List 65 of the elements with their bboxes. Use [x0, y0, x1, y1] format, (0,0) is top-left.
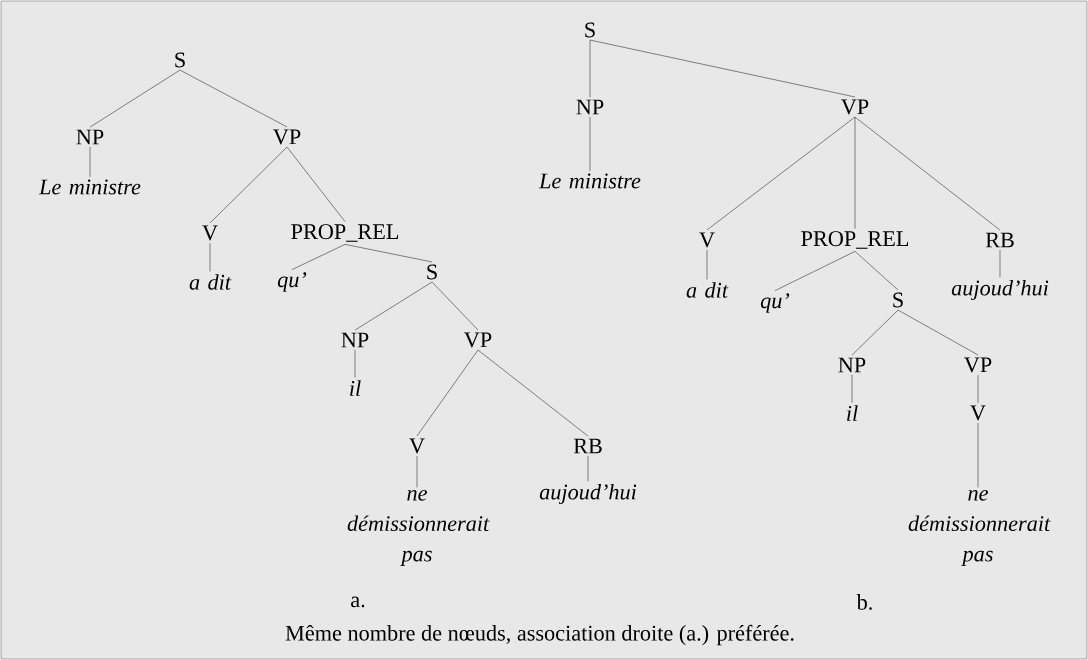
category-label: V [970, 405, 986, 421]
caption: Même nombre de nœuds, association droite (a.) préférée. [285, 624, 794, 646]
tree-branch [416, 455, 418, 488]
leaf-word: il [350, 380, 361, 396]
tree-branch [854, 116, 856, 229]
tree-branch [774, 251, 856, 291]
panel-label: a. [351, 596, 365, 608]
category-label: NP [576, 99, 604, 115]
tree-branch [851, 309, 899, 356]
tree-branch [977, 374, 979, 404]
category-label: RB [985, 232, 1014, 248]
tree-branch [999, 249, 1001, 278]
leaf-word: a dit [686, 282, 729, 298]
category-label: VP [841, 99, 869, 115]
tree-branch [477, 349, 589, 437]
tree-branch [179, 69, 288, 128]
leaf-word: il [847, 405, 858, 421]
tree-branch [344, 244, 433, 263]
tree-branch [854, 116, 1001, 231]
tree-branch [416, 349, 479, 437]
tree-branch [589, 116, 591, 172]
category-label: V [202, 225, 218, 241]
category-label: NP [838, 357, 866, 373]
tree-branch [291, 244, 346, 270]
category-label: PROP_REL [291, 224, 399, 242]
tree-branch [209, 242, 211, 272]
tree-branch [354, 349, 356, 378]
category-label: PROP_REL [801, 231, 909, 249]
category-label: S [893, 292, 903, 308]
leaf-word: aujoud’hui [951, 279, 1049, 301]
tree-branch [354, 281, 433, 331]
category-label: V [699, 232, 715, 248]
category-label: V [409, 438, 425, 454]
tree-branch [431, 281, 479, 331]
category-label: S [427, 264, 437, 280]
leaf-word: a dit [189, 274, 232, 290]
category-label: VP [964, 357, 992, 373]
leaf-word: qu’ [760, 293, 790, 313]
tree-branch [89, 69, 181, 128]
tree-branch [89, 146, 91, 178]
leaf-word: ne démissionnerait pas [347, 489, 490, 567]
tree-branch [589, 39, 591, 98]
category-label: S [175, 52, 185, 68]
tree-branch [286, 146, 346, 222]
category-label: S [585, 22, 595, 38]
leaf-word: aujoud’hui [539, 483, 637, 505]
panel-label: b. [856, 594, 872, 610]
leaf-word: ne démissionnerait pas [908, 489, 1051, 567]
tree-branch [897, 309, 979, 356]
tree-branch [587, 455, 589, 482]
category-label: VP [273, 129, 301, 145]
leaf-word: Le ministre [538, 173, 641, 189]
leaf-word: qu’ [277, 272, 307, 292]
tree-branch [706, 249, 708, 280]
tree-branch [209, 146, 288, 224]
category-label: NP [341, 332, 369, 348]
category-label: VP [464, 332, 492, 348]
tree-branch [854, 251, 899, 291]
category-label: RB [573, 438, 602, 454]
tree-branch [589, 39, 856, 98]
leaf-word: Le ministre [38, 179, 141, 195]
tree-branch [851, 374, 853, 403]
tree-branch [706, 116, 856, 231]
category-label: NP [76, 129, 104, 145]
tree-branch [977, 422, 979, 488]
